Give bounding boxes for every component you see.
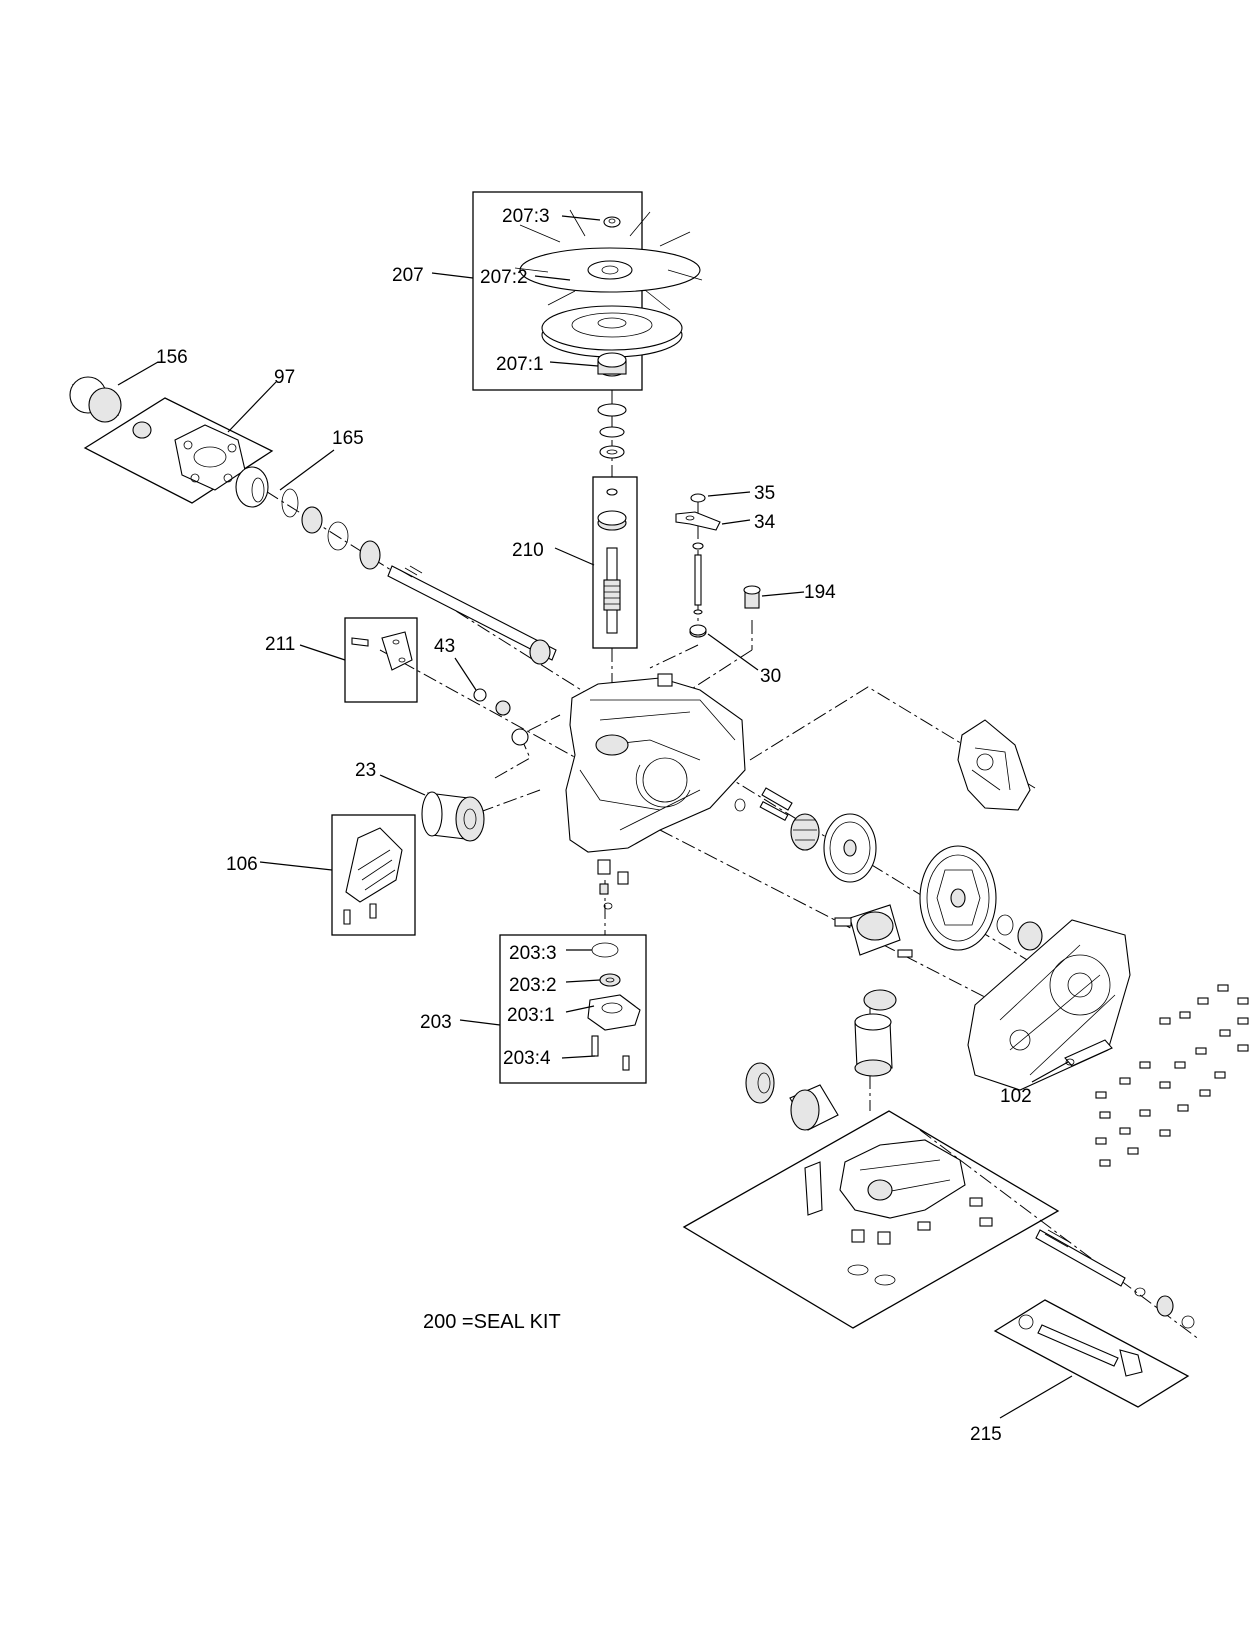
callout-203-3: 203:3 bbox=[509, 943, 557, 964]
callout-102: 102 bbox=[1000, 1086, 1032, 1107]
callout-194: 194 bbox=[804, 582, 836, 603]
fan-nut bbox=[603, 216, 621, 228]
control-shaft-215 bbox=[1018, 1314, 1143, 1377]
pump-input-shaft bbox=[1035, 1229, 1195, 1329]
kit-box-97 bbox=[83, 397, 274, 504]
washer-43 bbox=[473, 688, 487, 702]
motor-cylinder-block bbox=[854, 1013, 893, 1077]
axle-shaft bbox=[387, 565, 557, 665]
callout-207-1: 207:1 bbox=[496, 354, 544, 375]
washer-35 bbox=[690, 493, 706, 503]
kit-box-215 bbox=[993, 1299, 1190, 1408]
side-cover bbox=[957, 719, 1031, 811]
callout-215: 215 bbox=[970, 1424, 1002, 1445]
end-cover bbox=[967, 919, 1131, 1091]
retaining-ring-165 bbox=[281, 488, 299, 518]
transmission-housing bbox=[565, 673, 746, 885]
oil-filter-23 bbox=[421, 791, 485, 842]
pump-cylinder-block bbox=[789, 1084, 839, 1131]
cover-bolts bbox=[1095, 984, 1249, 1167]
kit-box-210 bbox=[592, 476, 638, 649]
seal-kit-note: 200 =SEAL KIT bbox=[423, 1311, 561, 1333]
bypass-rod bbox=[694, 554, 702, 606]
charge-pump-203 bbox=[587, 942, 641, 1071]
bypass-arm-34 bbox=[675, 511, 721, 531]
differential-assembly bbox=[834, 904, 913, 958]
filter-guard-106 bbox=[343, 827, 403, 925]
hub-97 bbox=[132, 421, 246, 491]
reduction-gear-large bbox=[919, 845, 997, 951]
swashplate-bearing bbox=[745, 1062, 775, 1104]
callout-30: 30 bbox=[760, 666, 781, 687]
leader-lines bbox=[117, 215, 1073, 1419]
callout-43: 43 bbox=[434, 636, 455, 657]
callout-203-1: 203:1 bbox=[507, 1005, 555, 1026]
kit-box-pump bbox=[682, 1110, 1060, 1329]
callout-210: 210 bbox=[512, 540, 544, 561]
callout-35: 35 bbox=[754, 483, 775, 504]
kit-box-203 bbox=[499, 934, 647, 1084]
bushing-156 bbox=[69, 376, 122, 423]
callout-207-2: 207:2 bbox=[480, 267, 528, 288]
callout-203-4: 203:4 bbox=[503, 1048, 551, 1069]
reduction-gear-small bbox=[823, 813, 877, 883]
pinion-gear bbox=[761, 787, 820, 851]
callout-211: 211 bbox=[265, 634, 295, 655]
callout-207: 207 bbox=[392, 265, 424, 286]
drive-pulley bbox=[541, 305, 683, 358]
callout-203-2: 203:2 bbox=[509, 975, 557, 996]
callout-97: 97 bbox=[274, 367, 295, 388]
callout-207-3: 207:3 bbox=[502, 206, 550, 227]
pulley-hub bbox=[597, 352, 627, 377]
seal-30 bbox=[689, 624, 707, 638]
callout-203: 203 bbox=[420, 1012, 452, 1033]
fitting-194 bbox=[743, 585, 761, 609]
callout-156: 156 bbox=[156, 347, 188, 368]
input-shaft bbox=[597, 488, 627, 634]
bypass-lever-102 bbox=[1064, 1039, 1113, 1067]
hub-spacer bbox=[235, 466, 269, 508]
kit-box-106 bbox=[331, 814, 416, 936]
callout-106: 106 bbox=[226, 854, 258, 875]
cooling-fan bbox=[514, 209, 703, 311]
callout-23: 23 bbox=[355, 760, 376, 781]
callout-165: 165 bbox=[332, 428, 364, 449]
bracket-plate-211 bbox=[351, 631, 413, 671]
center-section bbox=[804, 1139, 993, 1286]
callout-34: 34 bbox=[754, 512, 776, 533]
callout-labels: 207:3 207 207:2 207:1 156 97 165 35 34 2… bbox=[156, 206, 1032, 1445]
